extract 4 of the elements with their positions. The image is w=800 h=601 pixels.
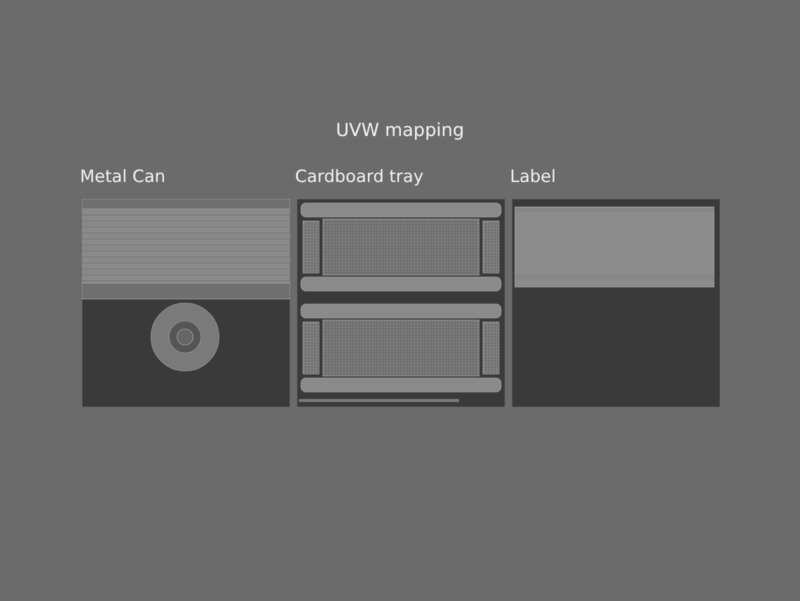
diagram-title: UVW mapping xyxy=(334,120,466,141)
panel-heading: Label xyxy=(510,167,556,187)
panel-heading: Metal Can xyxy=(80,167,166,187)
panel-heading: Cardboard tray xyxy=(295,167,424,187)
